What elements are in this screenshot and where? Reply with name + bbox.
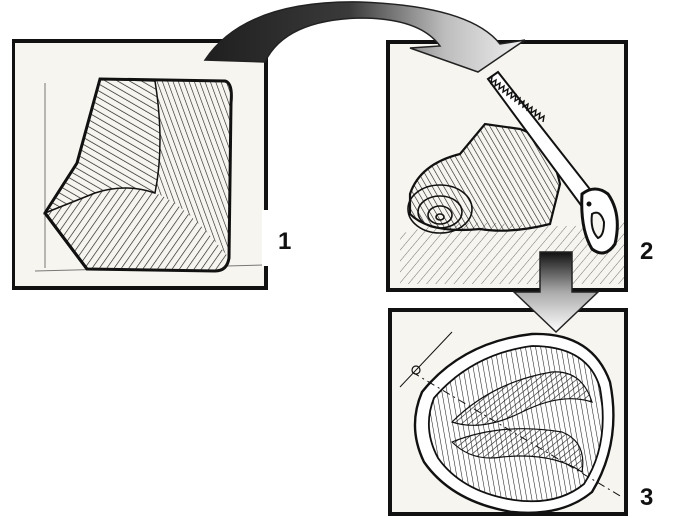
step-2-panel <box>386 40 628 292</box>
step-1-panel <box>12 39 268 290</box>
carved-bowl-sketch <box>392 312 628 516</box>
step-3-panel <box>388 308 628 516</box>
label-1-gap <box>262 210 276 266</box>
wood-block-sketch <box>15 43 268 290</box>
step-3-label: 3 <box>640 486 653 510</box>
sawing-log-sketch <box>390 44 628 292</box>
step-2-label: 2 <box>640 240 653 264</box>
step-1-label: 1 <box>278 230 291 254</box>
